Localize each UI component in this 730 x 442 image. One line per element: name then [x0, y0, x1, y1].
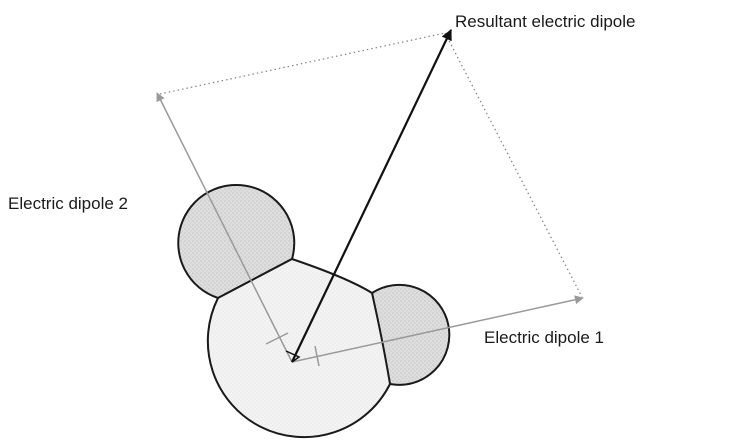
dipole-2-label: Electric dipole 2 [8, 194, 128, 213]
dipole-1-label: Electric dipole 1 [484, 328, 604, 347]
construction-line-right [445, 33, 582, 297]
construction-line-top [160, 33, 445, 94]
resultant-dipole-label: Resultant electric dipole [455, 12, 635, 31]
